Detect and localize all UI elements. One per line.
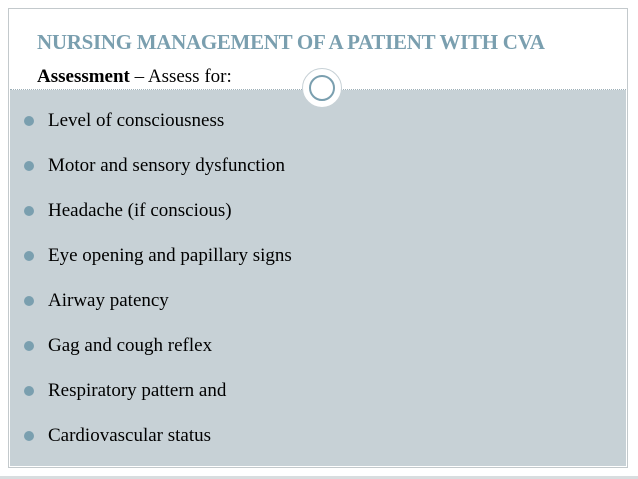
- bullet-item: Motor and sensory dysfunction: [24, 155, 292, 200]
- bullet-text: Respiratory pattern and: [48, 380, 227, 401]
- footer-rule: [0, 476, 638, 479]
- bullet-dot-icon: [24, 206, 34, 216]
- bullet-dot-icon: [24, 161, 34, 171]
- circle-ornament-icon: [302, 68, 342, 108]
- bullet-dot-icon: [24, 341, 34, 351]
- bullet-item: Gag and cough reflex: [24, 335, 292, 380]
- bullet-text: Motor and sensory dysfunction: [48, 155, 285, 176]
- bullet-dot-icon: [24, 116, 34, 126]
- subtitle-heading: Assessment: [37, 66, 130, 87]
- subtitle-text: – Assess for:: [129, 66, 232, 87]
- slide-frame: [8, 8, 628, 468]
- bullet-text: Cardiovascular status: [48, 425, 212, 446]
- bullet-list: Level of consciousness Motor and sensory…: [24, 110, 292, 470]
- bullet-item: Cardiovascular status: [24, 425, 292, 470]
- bullet-text: Eye opening and papillary signs: [48, 245, 292, 266]
- slide-title: NURSING MANAGEMENT OF A PATIENT WITH CVA: [37, 30, 545, 54]
- bullet-item: Level of consciousness: [24, 110, 292, 155]
- bullet-item: Respiratory pattern and: [24, 380, 292, 425]
- bullet-text: Level of consciousness: [48, 110, 225, 131]
- bullet-text: Gag and cough reflex: [48, 335, 213, 356]
- bullet-text: Headache (if conscious): [48, 200, 232, 221]
- bullet-dot-icon: [24, 251, 34, 261]
- content-panel: [10, 90, 626, 466]
- bullet-dot-icon: [24, 431, 34, 441]
- bullet-item: Headache (if conscious): [24, 200, 292, 245]
- slide-subtitle: Assessment – Assess for:: [37, 66, 232, 88]
- bullet-item: Airway patency: [24, 290, 292, 335]
- bullet-item: Eye opening and papillary signs: [24, 245, 292, 290]
- bullet-text: Airway patency: [48, 290, 169, 311]
- bullet-dot-icon: [24, 296, 34, 306]
- bullet-dot-icon: [24, 386, 34, 396]
